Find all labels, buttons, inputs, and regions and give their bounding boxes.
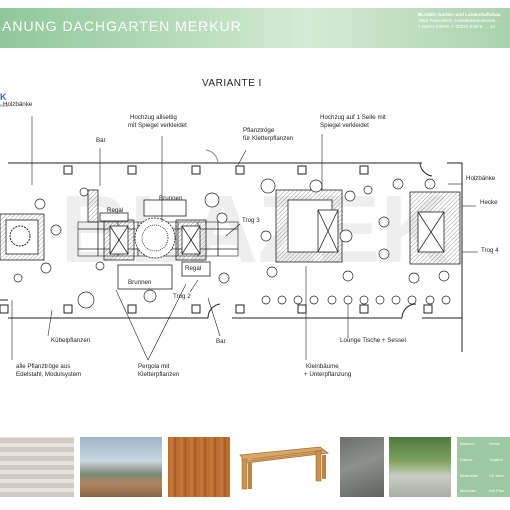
info-item: CK Mod [489,473,504,478]
photo-steel-planter [340,437,384,497]
label-bar-top: Bar [96,137,106,144]
info-item: Maßstab: [460,488,477,493]
label-hochzug-allseitig-2: mit Spiegel verkleidet [128,122,187,129]
label-bar-bottom: Bar [216,338,226,345]
label-pflanztroege-edelstahl-1: alle Pflanztröge aus [16,363,71,370]
company-logo-subtitle: BAU [0,103,9,108]
label-holzbaenke-right: Holzbänke [466,175,496,182]
company-logo: K [0,92,7,102]
photo-stone-wall [0,437,74,497]
bench-illustration [239,446,330,490]
info-item: Firma: [489,441,501,446]
right-raised-beds [275,189,461,265]
photo-fountain [389,437,451,497]
info-item: Bauherr: [460,441,476,446]
label-trog3: Trog 3 [242,217,260,224]
label-hecke: Hecke [480,199,498,206]
label-hochzug-allseitig-1: Hochzug allseitig [130,114,177,121]
photo-wooden-bench [230,437,332,497]
header-title: ANUNG DACHGARTEN MERKUR [2,18,242,34]
info-item: Septem [489,457,503,462]
label-pflanztroege-edelstahl-2: Edelstahl, Modulsystem [16,371,82,378]
company-phone: T 02672 83979, F 02672 83979, ... 22 [418,24,496,29]
label-hochzug-seite-2: Spiegel verkleidet [320,122,369,129]
central-planters [103,217,207,261]
label-brunnen-bottom: Brunnen [128,279,152,286]
label-brunnen-top: Brunnen [159,195,183,202]
label-kleinbaeume-2: + Unterpflanzung [304,371,352,378]
roof-outline [0,149,463,352]
left-raised-bed [0,213,45,261]
potted-plants [13,178,451,309]
variant-title: VARIANTE I [202,78,262,89]
info-item: Datum: [460,457,473,462]
label-pergola-1: Pergola mit [138,363,170,370]
label-trog4: Trog 4 [481,247,499,254]
fountains [87,189,211,290]
label-pflanztroege-2: für Kletterpflanzen [243,135,294,142]
photo-pergola-terrace [80,437,162,497]
columns [0,165,433,314]
photo-wood-decking [168,437,230,497]
header-banner: ANUNG DACHGARTEN MERKUR BLAZEK Garten- u… [0,8,510,48]
company-info: BLAZEK Garten- und Landschaftsbau 2563 P… [418,12,510,30]
label-kuebelpflanzen: Kübelpflanzen [51,337,91,344]
label-holzbaenke-left: Holzbänke [3,101,33,108]
label-regal-bottom: Regal [185,265,202,272]
info-item: Bearbeiter [460,473,479,478]
company-name: BLAZEK Garten- und Landschaftsbau [418,12,501,17]
label-regal-top: Regal [107,207,124,214]
label-lounge: Lounge Tische + Sessel [340,337,406,344]
info-item: Die Plan [489,488,505,493]
label-trog2: Trog 2 [173,293,191,300]
label-pflanztroege-1: Pflanztröge [243,127,275,134]
label-hochzug-seite-1: Hochzug auf 1 Seite mit [320,114,386,121]
company-address: 2563 Pottenstein, Haindelsteinstrasse ..… [418,18,501,23]
label-kleinbaeume-1: Kleinbäume [306,363,339,370]
info-panel: Bauherr: Firma: Datum: Septem Bearbeiter… [457,437,510,497]
leader-lines [11,116,478,361]
label-pergola-2: Kletterpflanzen [138,371,180,378]
